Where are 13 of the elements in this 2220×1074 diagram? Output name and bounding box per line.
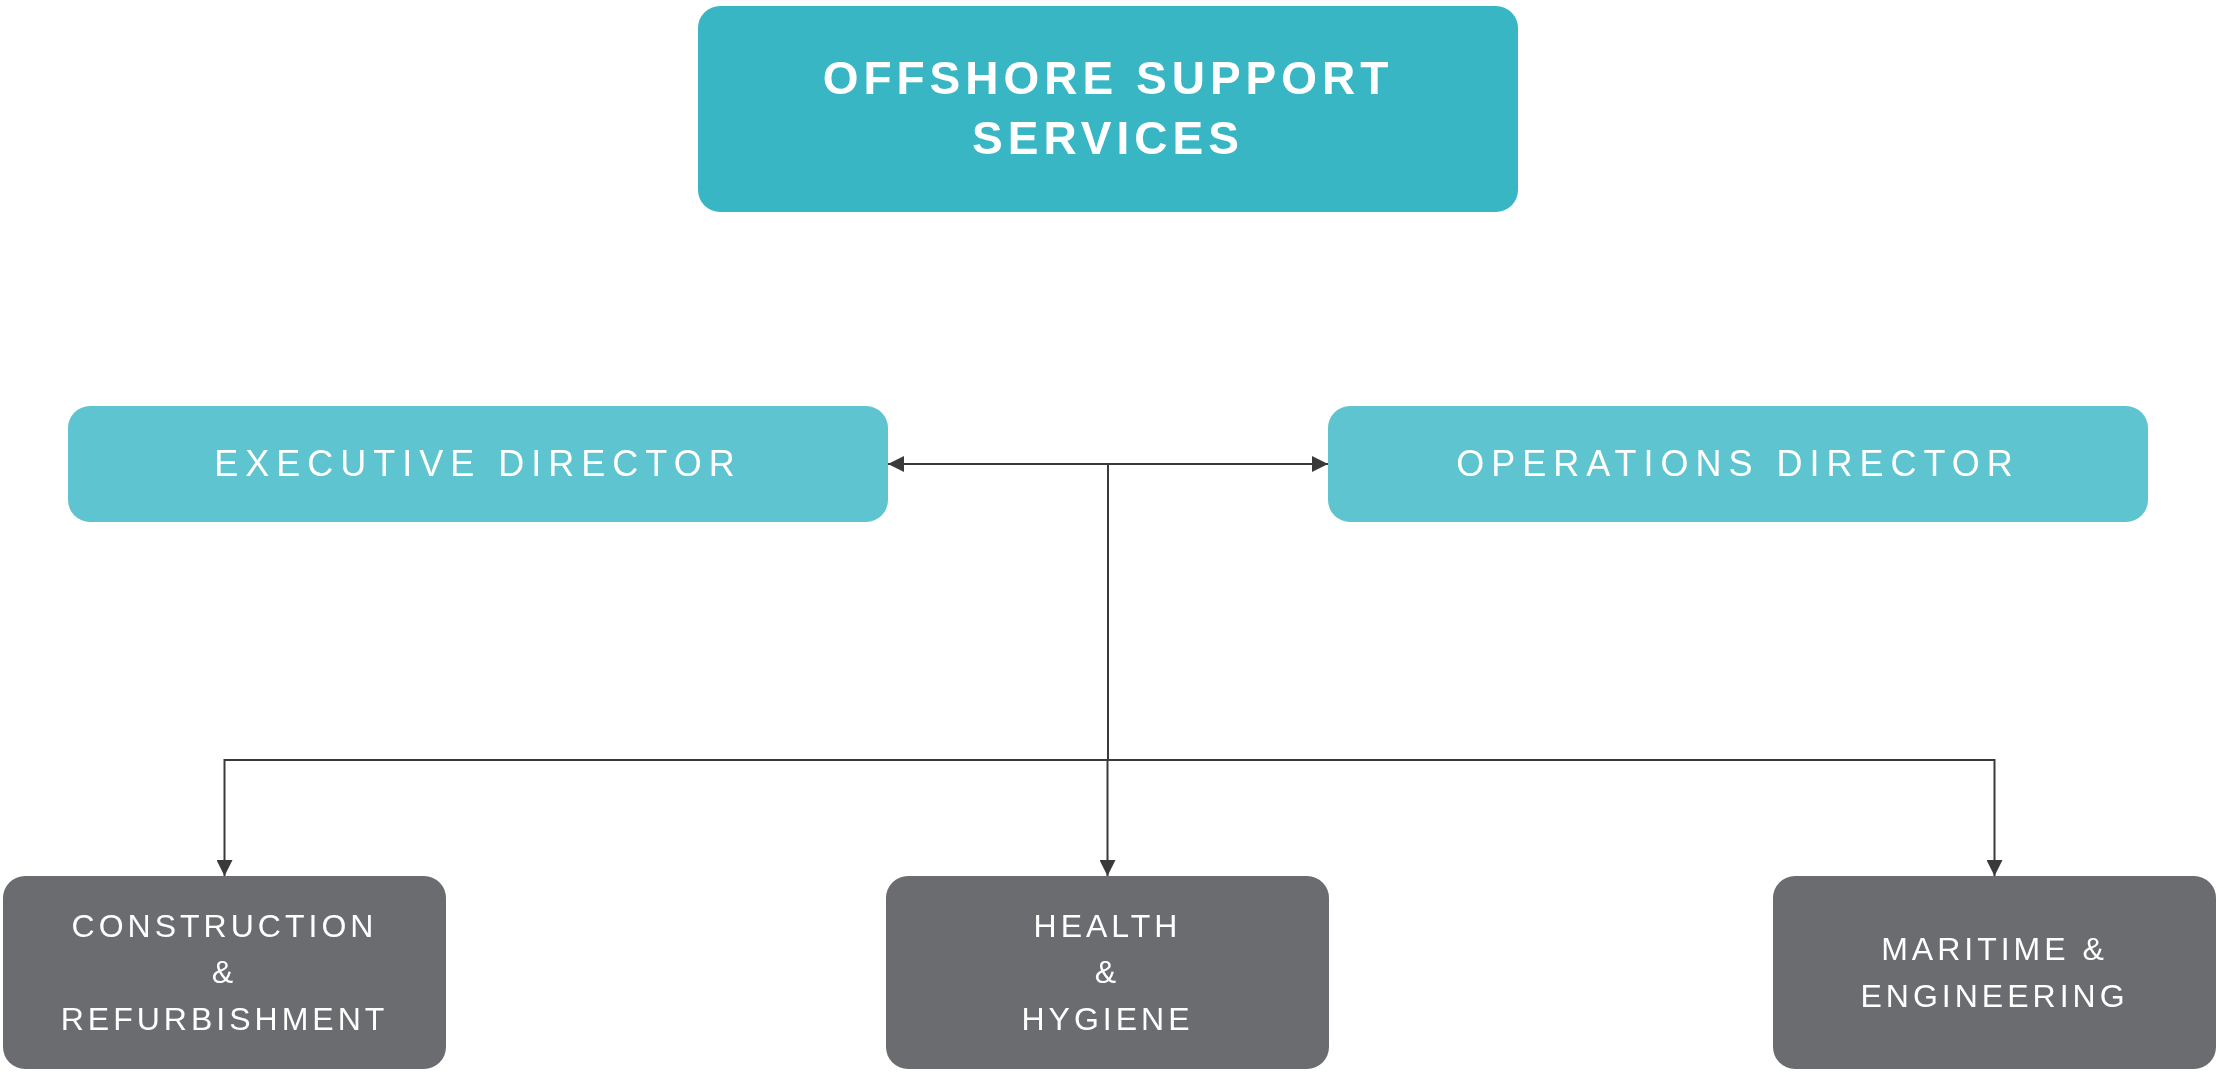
box-label: MARITIME & ENGINEERING xyxy=(1860,930,2129,1016)
director-box xyxy=(1328,406,2148,522)
arrow xyxy=(887,456,1329,472)
title-box xyxy=(698,6,1518,212)
division-box xyxy=(3,876,446,1069)
box-label: EXECUTIVE DIRECTOR xyxy=(214,443,742,485)
box-label: OPERATIONS DIRECTOR xyxy=(1456,443,2020,485)
division-box xyxy=(886,876,1329,1069)
box-label: HEALTH & HYGIENE xyxy=(1021,906,1194,1039)
director-box xyxy=(68,406,888,522)
box-label: OFFSHORE SUPPORT SERVICES xyxy=(821,51,1395,166)
division-box xyxy=(1773,876,2216,1069)
box-label: CONSTRUCTION & REFURBISHMENT xyxy=(60,906,389,1039)
